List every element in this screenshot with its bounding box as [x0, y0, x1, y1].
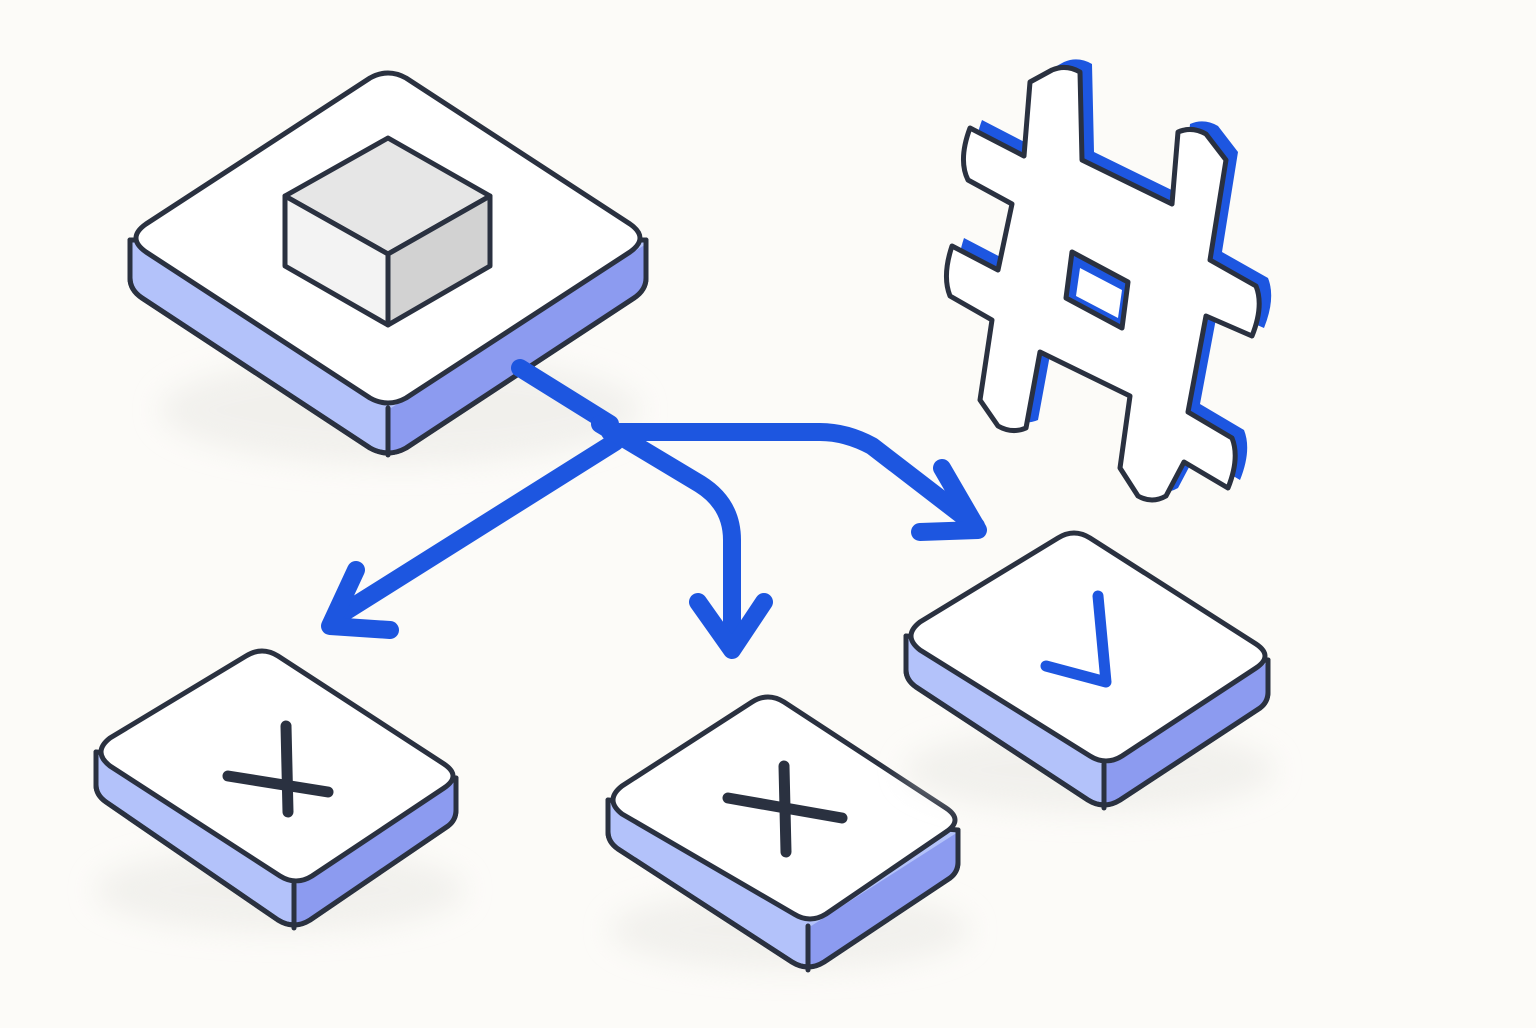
outcome-platform-reject-left [93, 648, 465, 932]
check-icon [1040, 590, 1112, 688]
arrowhead-middle [689, 593, 773, 659]
outcome-platform-reject-middle [605, 694, 970, 973]
arrow-to-left-reject [326, 433, 624, 627]
cube-icon [282, 135, 493, 328]
branch-arrows [321, 359, 987, 659]
arrow-trunk [511, 359, 619, 433]
arrow-to-accept [601, 423, 985, 535]
outcome-platform-accept [903, 530, 1275, 812]
x-icon [722, 760, 848, 858]
x-icon [222, 720, 334, 818]
arrow-to-middle-reject [591, 415, 741, 657]
arrowhead-left [321, 561, 399, 639]
arrowhead-right [911, 459, 987, 541]
hash-icon [944, 59, 1272, 503]
